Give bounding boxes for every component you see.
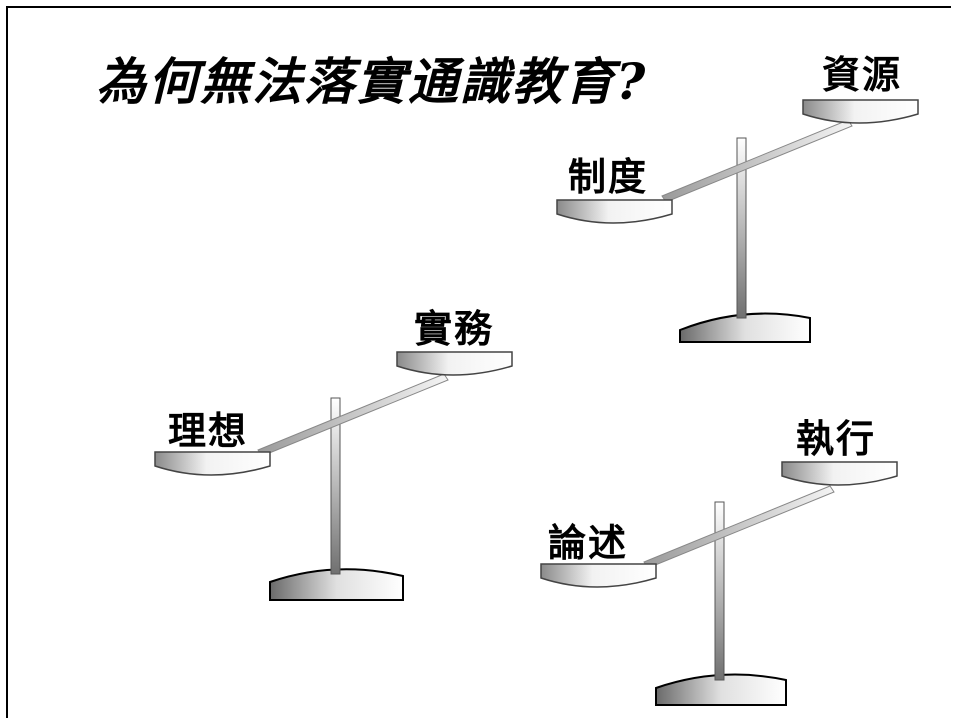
scale-2-low-label: 理想 — [168, 408, 249, 453]
scale-3-base — [655, 673, 787, 706]
scale-2-post — [330, 397, 341, 575]
scale-1-beam — [661, 119, 853, 203]
scale-1-base — [679, 312, 811, 343]
scale-2 — [154, 351, 513, 601]
scale-2-low-pan — [154, 451, 271, 476]
scale-2-beam — [257, 373, 449, 457]
slide-border — [6, 6, 951, 718]
scale-3-high-label: 執行 — [796, 416, 877, 461]
scale-2-base — [269, 568, 404, 601]
scale-3-low-pan — [540, 563, 657, 588]
scale-3-low-label: 論述 — [548, 520, 629, 565]
scale-1-high-label: 資源 — [822, 52, 903, 97]
scale-1-post — [736, 137, 747, 319]
scale-1-low-pan — [556, 199, 673, 224]
scale-2-high-label: 實務 — [414, 306, 495, 351]
scale-3-post — [714, 501, 725, 681]
scale-2-high-pan — [396, 351, 513, 376]
scale-3 — [540, 461, 898, 706]
slide-title: 為何無法落實通識教育? — [96, 52, 648, 111]
scale-3-beam — [643, 485, 835, 569]
scale-1-high-pan — [802, 99, 919, 124]
scale-3-high-pan — [781, 461, 898, 486]
scale-1 — [556, 99, 919, 343]
scale-1-low-label: 制度 — [568, 154, 649, 199]
